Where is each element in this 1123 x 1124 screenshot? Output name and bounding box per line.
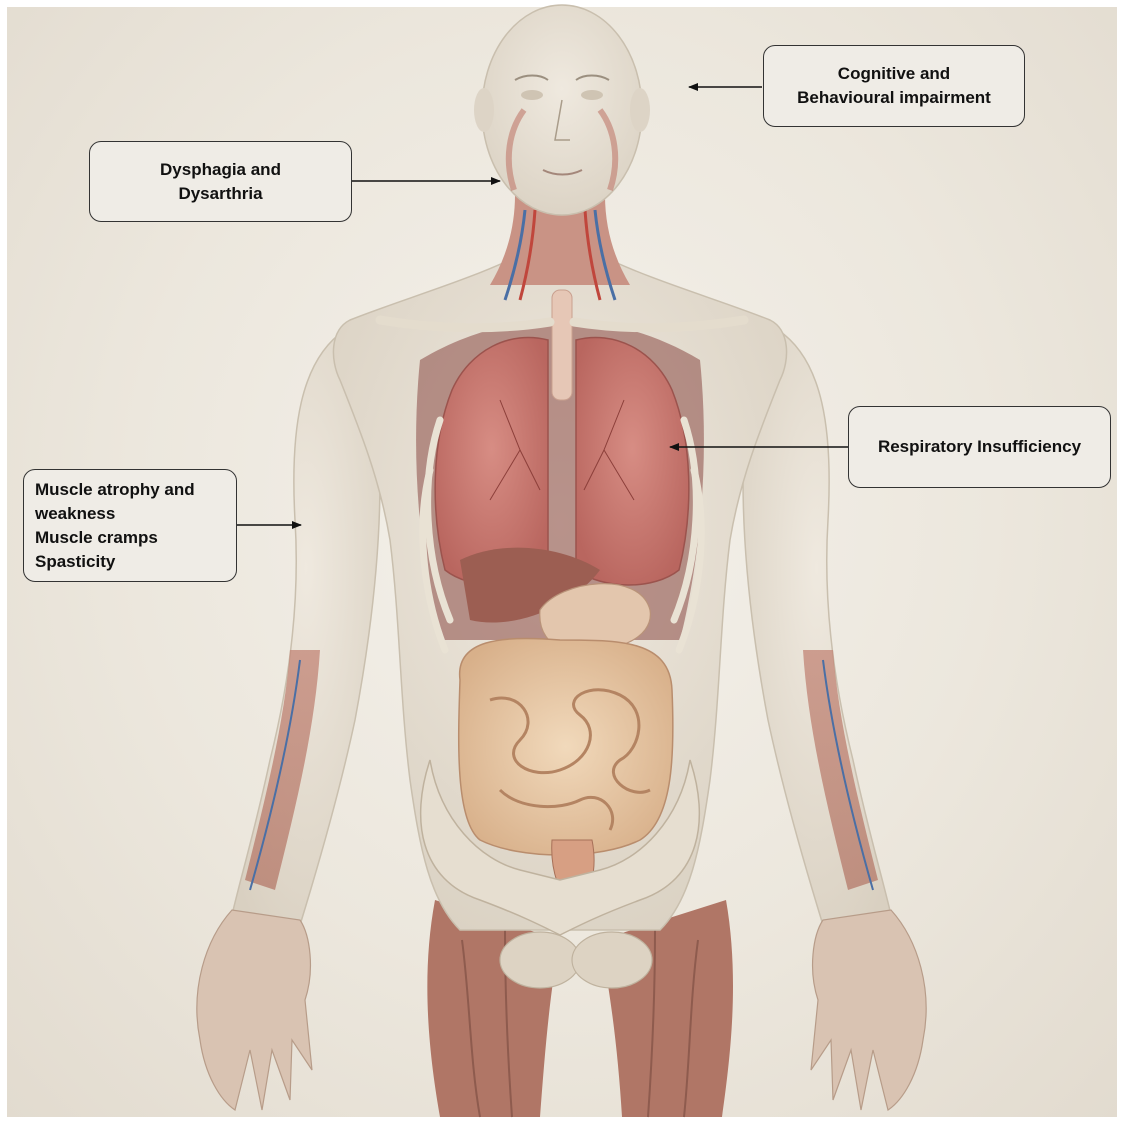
callout-dysphagia: Dysphagia and Dysarthria bbox=[89, 141, 352, 222]
head bbox=[474, 5, 650, 215]
callout-muscle-line3: Muscle cramps bbox=[35, 526, 158, 550]
callout-cognitive: Cognitive and Behavioural impairment bbox=[763, 45, 1025, 127]
callout-dysphagia-line1: Dysphagia and bbox=[160, 158, 281, 182]
callout-muscle-line4: Spasticity bbox=[35, 550, 115, 574]
callout-respiratory: Respiratory Insufficiency bbox=[848, 406, 1111, 488]
callout-cognitive-line1: Cognitive and bbox=[838, 62, 950, 86]
callout-muscle-line1: Muscle atrophy and bbox=[35, 478, 195, 502]
callout-cognitive-line2: Behavioural impairment bbox=[797, 86, 991, 110]
callout-muscle-line2: weakness bbox=[35, 502, 115, 526]
legs bbox=[427, 900, 733, 1117]
callout-dysphagia-line2: Dysarthria bbox=[178, 182, 262, 206]
callout-muscle: Muscle atrophy and weakness Muscle cramp… bbox=[23, 469, 237, 582]
left-arm bbox=[197, 330, 380, 1110]
callout-respiratory-line1: Respiratory Insufficiency bbox=[878, 435, 1081, 459]
